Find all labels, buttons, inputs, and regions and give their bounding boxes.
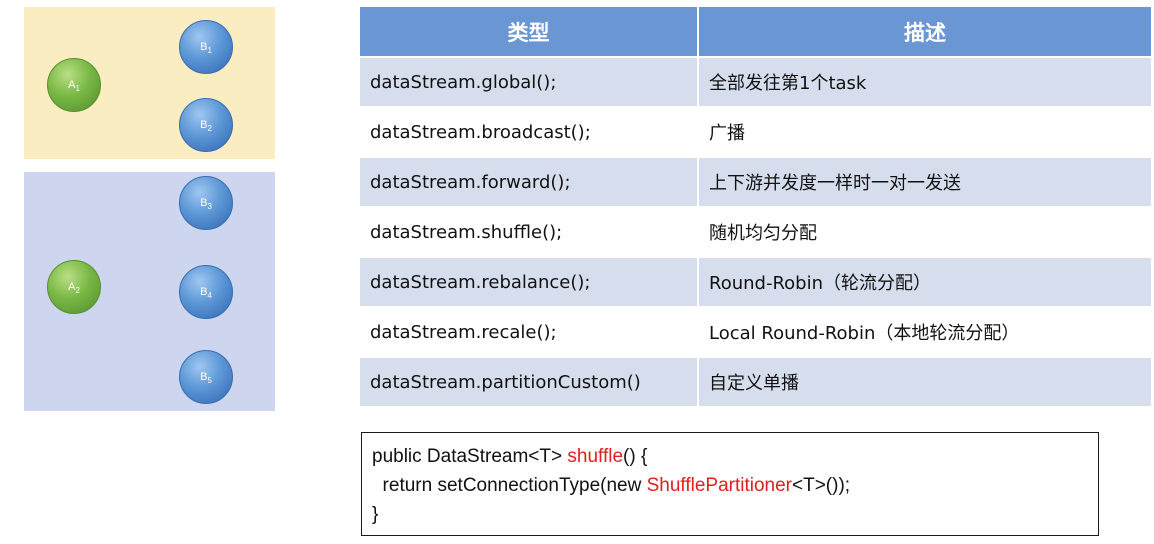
cell-type: dataStream.shuffle(); xyxy=(360,206,699,257)
table-header-row: 类型 描述 xyxy=(360,7,1151,57)
cell-type: dataStream.broadcast(); xyxy=(360,106,699,157)
cell-description: 广播 xyxy=(698,106,1151,157)
header-type: 类型 xyxy=(360,7,699,57)
cell-type: dataStream.forward(); xyxy=(360,156,699,207)
node-subscript: 2 xyxy=(207,124,212,133)
node-label: B xyxy=(200,197,208,209)
node-subscript: 3 xyxy=(207,202,212,211)
node-subscript: 5 xyxy=(207,376,212,385)
header-description: 描述 xyxy=(698,7,1151,57)
node-label: B xyxy=(200,41,208,53)
table-row: dataStream.broadcast(); 广播 xyxy=(360,106,1151,157)
cell-description: 全部发往第1个task xyxy=(698,56,1151,107)
code-keyword-shuffle: shuffle xyxy=(567,446,624,467)
node-subscript: 4 xyxy=(207,291,212,300)
table-row: dataStream.partitionCustom() 自定义单播 xyxy=(360,356,1151,406)
cell-description: 上下游并发度一样时一对一发送 xyxy=(698,156,1151,207)
node-subscript: 1 xyxy=(207,46,212,55)
node-label: A xyxy=(68,79,76,91)
table-row: dataStream.forward(); 上下游并发度一样时一对一发送 xyxy=(360,156,1151,207)
table-row: dataStream.shuffle(); 随机均匀分配 xyxy=(360,206,1151,257)
partition-type-table: 类型 描述 dataStream.global(); 全部发往第1个task d… xyxy=(360,7,1151,406)
cell-description: 随机均匀分配 xyxy=(698,206,1151,257)
table-row: dataStream.global(); 全部发往第1个task xyxy=(360,56,1151,107)
node-subscript: 1 xyxy=(75,84,80,93)
table-row: dataStream.rebalance(); Round-Robin（轮流分配… xyxy=(360,256,1151,307)
node-subscript: 2 xyxy=(75,286,80,295)
code-line-1: public DataStream<T> shuffle() { xyxy=(372,442,1088,471)
cell-type: dataStream.recale(); xyxy=(360,306,699,357)
node-label: A xyxy=(68,281,76,293)
node-label: B xyxy=(200,286,208,298)
cell-type: dataStream.global(); xyxy=(360,56,699,107)
code-text: () { xyxy=(623,446,648,467)
code-snippet: public DataStream<T> shuffle() { return … xyxy=(361,432,1099,536)
cell-type: dataStream.rebalance(); xyxy=(360,256,699,307)
cell-description: Round-Robin（轮流分配） xyxy=(698,256,1151,307)
code-line-2: return setConnectionType(new ShufflePart… xyxy=(372,471,1088,500)
node-label: B xyxy=(200,119,208,131)
cell-description: 自定义单播 xyxy=(698,356,1151,406)
code-text: return setConnectionType(new xyxy=(372,475,647,496)
code-text: public DataStream<T> xyxy=(372,446,568,467)
cell-description: Local Round-Robin（本地轮流分配） xyxy=(698,306,1151,357)
cell-type: dataStream.partitionCustom() xyxy=(360,356,699,406)
code-line-3: } xyxy=(372,504,379,525)
code-keyword-shuffle-partitioner: ShufflePartitioner xyxy=(646,475,792,496)
table-row: dataStream.recale(); Local Round-Robin（本… xyxy=(360,306,1151,357)
code-text: <T>()); xyxy=(792,475,851,496)
node-label: B xyxy=(200,371,208,383)
